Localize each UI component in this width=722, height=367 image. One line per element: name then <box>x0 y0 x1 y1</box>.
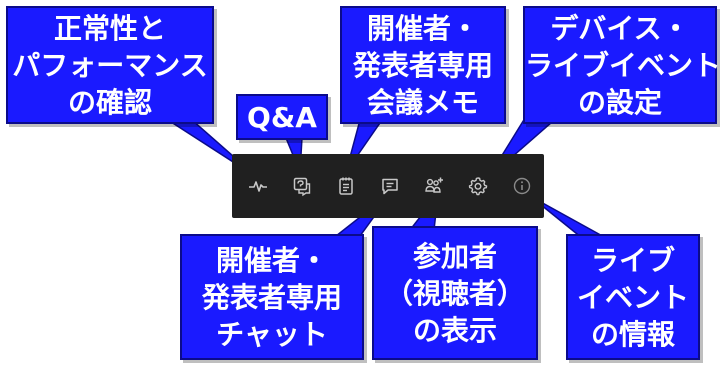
callout-text: の表示 <box>412 313 497 347</box>
callout-text: の設定 <box>577 85 662 119</box>
callout-meeting-notes: 開催者・ 発表者専用 会議メモ <box>340 6 506 124</box>
health-button[interactable] <box>246 174 270 198</box>
chat-button[interactable] <box>378 174 402 198</box>
settings-button[interactable] <box>466 174 490 198</box>
callout-text: ライブイベント <box>525 48 722 82</box>
gear-icon <box>468 177 488 196</box>
callout-text: デバイス・ <box>550 11 690 45</box>
attendees-button[interactable] <box>422 174 446 198</box>
people-add-icon <box>425 177 443 193</box>
callout-health-performance: 正常性と パフォーマンス の確認 <box>6 6 214 124</box>
callout-text: パフォーマンス <box>12 48 208 82</box>
callout-event-info: ライブ イベント の情報 <box>566 234 700 360</box>
callout-text: 開催者・ <box>366 11 479 45</box>
callout-text: 会議メモ <box>366 85 479 119</box>
callout-presenter-chat: 開催者・ 発表者専用 チャット <box>180 234 364 360</box>
meeting-notes-icon <box>339 177 353 195</box>
callout-text: 発表者専用 <box>352 48 493 82</box>
meeting-notes-button[interactable] <box>334 174 358 198</box>
callout-text: 参加者 <box>412 239 497 273</box>
callout-text: 発表者専用 <box>201 280 342 314</box>
health-pulse-icon <box>249 181 267 192</box>
callout-text: 正常性と <box>53 11 166 45</box>
callout-qa: Q&A <box>236 94 328 140</box>
callout-text: チャット <box>216 317 328 351</box>
callout-text: の情報 <box>590 317 675 351</box>
callout-text: ライブ <box>590 243 675 277</box>
callout-text: の確認 <box>67 85 152 119</box>
live-event-toolbar <box>232 154 544 218</box>
callout-text: Q&A <box>247 100 317 134</box>
callout-text: （視聴者） <box>384 276 525 310</box>
callout-text: 開催者・ <box>215 243 328 277</box>
callout-settings: デバイス・ ライブイベント の設定 <box>523 6 722 124</box>
qa-icon <box>293 177 311 197</box>
chat-icon <box>382 178 398 195</box>
qa-button[interactable] <box>290 174 314 198</box>
callout-text: イベント <box>576 280 689 314</box>
info-icon <box>513 177 531 195</box>
callout-attendees: 参加者 （視聴者） の表示 <box>372 226 538 360</box>
event-info-button[interactable] <box>510 174 534 198</box>
